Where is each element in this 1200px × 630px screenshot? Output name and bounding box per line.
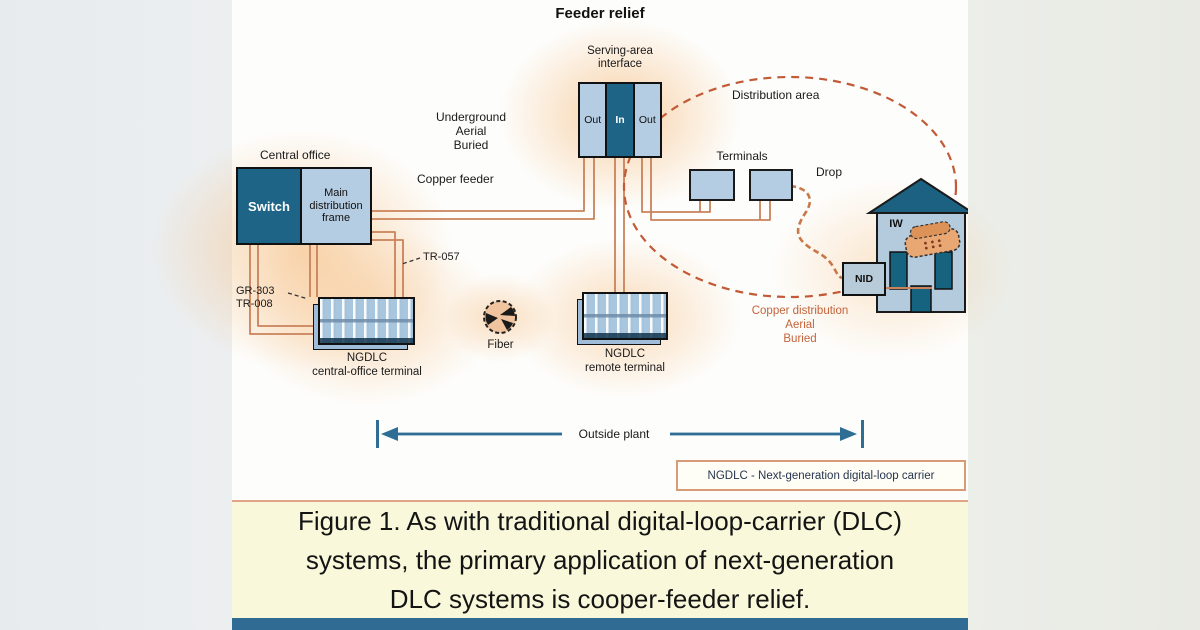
tr057-line-2 [372, 239, 404, 297]
caption-line3: DLC systems is cooper-feeder relief. [389, 583, 811, 614]
serving-area-interface-box: Out In Out [578, 82, 662, 158]
drop-wire [789, 184, 843, 280]
copper-feeder-line-2 [372, 158, 595, 220]
ngdlc-legend-text: NGDLC - Next-generation digital-loop car… [707, 469, 935, 482]
sai-label-line2: interface [597, 58, 643, 70]
telephone-key [924, 246, 928, 250]
central-office-boxes: Switch Main distribution frame [236, 167, 372, 245]
span-bar-left [376, 420, 379, 448]
gr303-leader [287, 292, 309, 300]
copper-distribution-label: Copper distribution Aerial Buried [700, 304, 900, 346]
drop-label: Drop [816, 165, 843, 179]
ngdlc-rt-box [582, 292, 668, 340]
iw-label: IW [889, 218, 903, 230]
house-window-right [934, 251, 953, 290]
sai-out-right: Out [638, 114, 656, 126]
house [865, 177, 968, 313]
copper-feeder-label: Copper feeder [417, 172, 494, 186]
central-office-label: Central office [260, 148, 331, 162]
sai-in: In [605, 84, 635, 156]
sai-label: Serving-area interface [540, 45, 700, 71]
arrowhead-right [840, 427, 857, 441]
copper-distribution-line1: Copper distribution [751, 305, 849, 317]
tr057-label: TR-057 [423, 251, 460, 263]
tr008-text: TR-008 [236, 298, 273, 310]
house-door [910, 285, 932, 313]
ngdlc-rt-label: NGDLC remote terminal [562, 348, 688, 375]
house-window-left [889, 251, 908, 290]
telephone-key [930, 240, 934, 244]
tr057-leader [401, 257, 421, 265]
underground-line1: Underground [435, 110, 507, 124]
fiber-symbol [483, 300, 517, 334]
cot-label-line1: NGDLC [346, 352, 388, 364]
telephone-handset [909, 221, 951, 240]
switch-box: Switch [238, 169, 300, 243]
cot-label-line2: central-office terminal [312, 365, 422, 378]
diagram-lines-svg [249, 75, 968, 448]
house-roof [865, 177, 968, 214]
span-bar-right [861, 420, 864, 448]
underground-line3: Buried [453, 138, 489, 152]
telephone-key [924, 241, 927, 245]
mdf-box: Main distribution frame [300, 169, 370, 243]
label-leaders [287, 257, 421, 300]
caption-line2: systems, the primary application of next… [305, 544, 895, 575]
figure-card: Feeder relief Serving-area interface Out… [152, 0, 1012, 630]
outside-plant-arrow [376, 420, 864, 448]
terminals-label: Terminals [716, 149, 768, 163]
telephone-key [938, 244, 942, 248]
arrowhead-left [381, 427, 398, 441]
fiber-label: Fiber [487, 339, 514, 351]
copper-distribution-line3: Buried [783, 333, 817, 345]
copper-distribution-line2: Aerial [785, 319, 815, 331]
sai-label-line1: Serving-area [587, 45, 653, 57]
underground-line2: Aerial [455, 124, 487, 138]
gr303-text: GR-303 [236, 285, 275, 297]
underground-label: Underground Aerial Buried [410, 110, 532, 152]
ngdlc-cot-box [318, 297, 415, 345]
caption-line1: Figure 1. As with traditional digital-lo… [297, 505, 902, 536]
rt-label-line2: remote terminal [585, 361, 665, 374]
nid-box: NID [842, 262, 886, 296]
arrow-shaft-left [396, 432, 564, 436]
telephone-icon [904, 221, 961, 258]
bottom-accent-bar [232, 618, 968, 630]
terminal-box-2 [749, 169, 793, 201]
ngdlc-legend-box: NGDLC - Next-generation digital-loop car… [676, 460, 966, 491]
terminal-box-1 [689, 169, 735, 201]
figure-caption: Figure 1. As with traditional digital-lo… [232, 500, 968, 618]
diagram-area: Feeder relief Serving-area interface Out… [152, 0, 1012, 500]
tr057-line-1 [372, 231, 396, 297]
sai-out-left: Out [584, 114, 602, 126]
rt-label-line1: NGDLC [604, 348, 646, 360]
diagram-title: Feeder relief [555, 5, 645, 22]
arrow-shaft-right [670, 432, 842, 436]
outside-plant-label: Outside plant [562, 427, 666, 441]
ngdlc-cot-label: NGDLC central-office terminal [272, 352, 462, 379]
telephone-key [931, 245, 935, 249]
telephone-key [937, 239, 941, 243]
gr303-tr008-label: GR-303 TR-008 [236, 285, 275, 311]
distribution-area-label: Distribution area [732, 88, 820, 102]
